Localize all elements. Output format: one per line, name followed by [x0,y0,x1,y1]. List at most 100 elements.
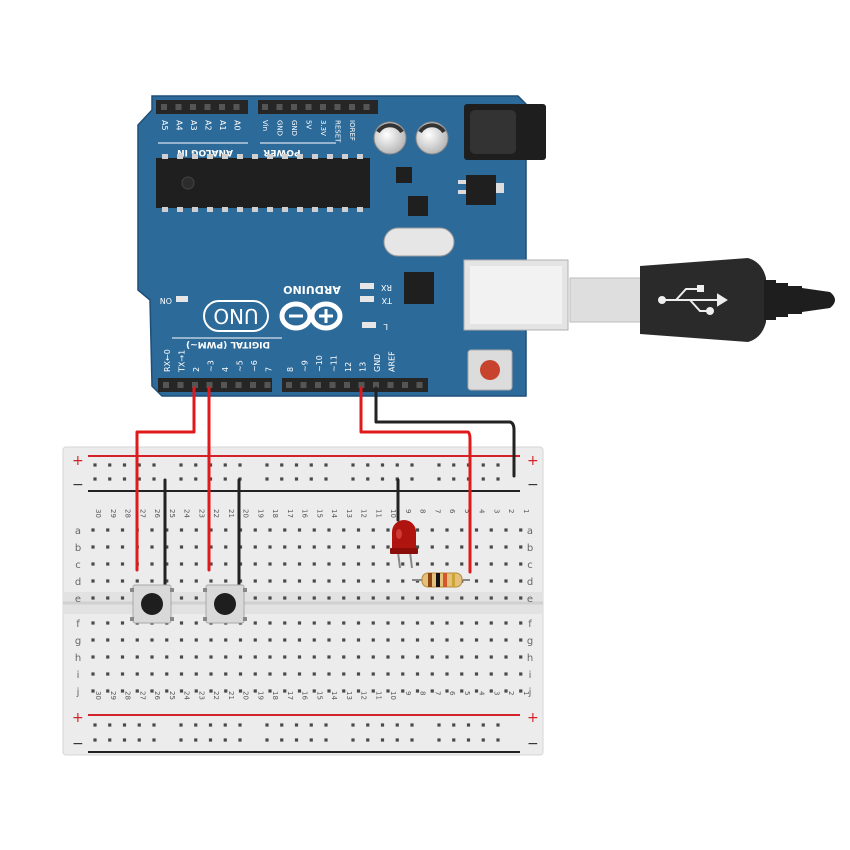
column-number: 4 [478,691,486,696]
digital-pin-label: 13 [359,362,368,372]
analog-in-header-label: ANALOG IN [177,147,233,157]
wires [135,386,516,587]
on-led [176,296,188,302]
row-letter: g [75,636,81,647]
analog-pin-label: A0 [233,120,242,131]
analog-pin-label: A4 [175,120,184,131]
column-number: 8 [419,691,427,695]
power-header-label: POWER [263,147,300,157]
column-number: 14 [330,509,338,518]
column-number: 29 [109,691,117,700]
column-number: 30 [94,691,102,700]
column-number: 7 [433,509,441,513]
power-pin-label: GND [276,120,284,136]
wire-pin13-to-resistor [359,386,472,574]
digital-pin-label: ~3 [207,360,216,372]
digital-pin-label: ~9 [301,360,310,372]
column-number: 24 [183,691,191,700]
column-number: 24 [183,509,191,518]
column-number: 1 [522,691,530,695]
row-letter: c [75,560,81,571]
pushbutton-1[interactable] [130,584,174,624]
column-number: 4 [478,509,486,514]
digital-pin-label: AREF [388,351,397,372]
digital-pin-label: ~11 [330,355,339,372]
on-label: ON [160,296,172,305]
rail-plus-top-left: + [72,453,84,469]
digital-pin-label: GND [373,354,382,372]
tx-led [360,296,374,302]
column-number: 16 [301,509,309,518]
analog-pin-label: A1 [218,120,227,131]
rail-minus-top-left: − [72,477,84,493]
power-pin-label: IOREF [348,120,356,141]
digital-pin-label: ~10 [315,355,324,372]
digital-header-holes [163,382,423,388]
column-number: 5 [463,509,471,513]
column-number: 10 [389,509,397,518]
rail-plus-bottom-left: + [72,710,84,726]
power-pin-label: RESET [334,120,342,143]
column-number: 25 [168,509,176,518]
column-number: 21 [227,509,235,518]
digital-pin-label: RX←0 [163,349,172,372]
red-led [390,520,418,569]
column-number: 6 [448,691,456,696]
row-letter: d [527,577,533,588]
column-number: 19 [256,509,264,518]
column-number: 5 [463,691,471,695]
row-letter: e [75,594,81,605]
row-letter: b [527,543,533,554]
reset-button[interactable] [467,349,513,391]
crystal-oscillator [383,227,455,257]
usb-b-port [463,259,569,331]
digital-header-label: DIGITAL (PWM~) [186,339,270,349]
column-number: 16 [301,691,309,700]
row-letter: a [527,526,533,537]
row-letter: f [76,619,80,630]
analog-header-strip [156,100,248,114]
pushbutton-2[interactable] [203,584,247,624]
column-number: 28 [124,509,132,518]
column-number: 15 [315,509,323,518]
digital-pin-label: TX→1 [178,350,187,373]
column-number: 13 [345,509,353,518]
power-pin-label: 5V [305,120,313,129]
rx-led [360,283,374,289]
column-number: 14 [330,691,338,700]
rx-label: RX [380,283,392,292]
resistor [412,572,470,588]
power-header-strip [258,100,378,114]
column-number: 30 [94,509,102,518]
power-pin-label: Vin [261,120,269,131]
column-number: 12 [360,509,368,518]
digital-pin-label: 8 [286,367,295,372]
rail-plus-top-right: + [527,453,539,469]
column-number: 10 [389,691,397,700]
column-number: 26 [153,691,161,700]
column-number: 7 [433,691,441,695]
row-letter: a [75,526,81,537]
wire-gnd-to-ground-rail [374,386,516,478]
column-number: 17 [286,509,294,518]
arduino-brand-label: ARDUINO [283,283,341,296]
usb-icon [658,285,728,315]
row-letter: f [528,619,532,630]
row-letter: h [75,653,81,664]
column-number: 3 [492,509,500,513]
row-letter: g [527,636,533,647]
atmega-microcontroller [156,154,370,212]
digital-pin-label: 2 [192,367,201,372]
column-number: 11 [374,509,382,518]
column-number: 23 [197,691,205,700]
rail-minus-top-right: − [527,477,539,493]
digital-header-strip [158,378,428,392]
column-number: 23 [197,509,205,518]
uno-badge: UNO [203,300,269,332]
row-letter: i [77,670,80,681]
